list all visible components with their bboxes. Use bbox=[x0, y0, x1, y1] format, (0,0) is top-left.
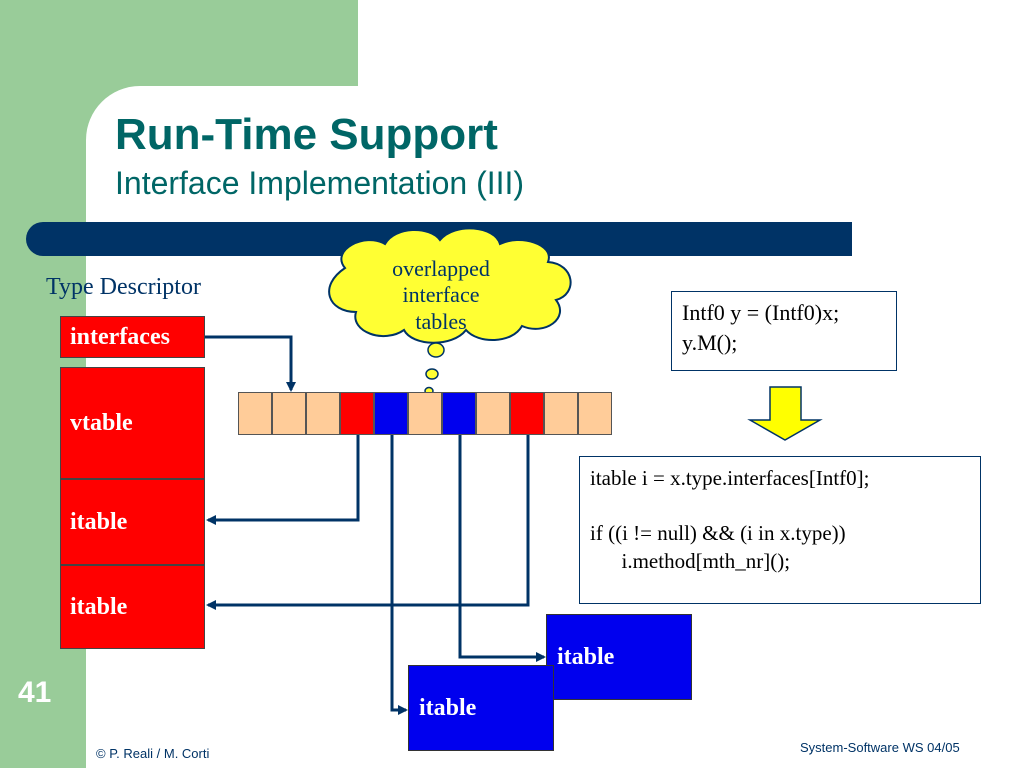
code-line: y.M(); bbox=[682, 329, 738, 355]
slide-title: Run-Time Support bbox=[115, 110, 498, 159]
interface-row-cell bbox=[272, 392, 306, 435]
blue-itable-upper: itable bbox=[546, 614, 692, 700]
interface-row-cell bbox=[578, 392, 612, 435]
title-underline-bar bbox=[26, 222, 852, 256]
type-descriptor-label: Type Descriptor bbox=[46, 274, 201, 300]
type-descriptor-itable-2: itable bbox=[60, 565, 205, 649]
footer-course: System-Software WS 04/05 bbox=[800, 740, 960, 755]
interface-row-cell bbox=[544, 392, 578, 435]
type-descriptor-vtable: vtable bbox=[60, 367, 205, 479]
interface-table-row bbox=[238, 392, 612, 435]
type-descriptor-interfaces: interfaces bbox=[60, 316, 205, 358]
code-box-cast: Intf0 y = (Intf0)x; y.M(); bbox=[671, 291, 897, 371]
interface-row-cell bbox=[306, 392, 340, 435]
cloud-line: overlapped bbox=[392, 256, 490, 281]
code-line: itable i = x.type.interfaces[Intf0]; bbox=[590, 466, 870, 490]
cloud-line: tables bbox=[415, 308, 467, 334]
type-descriptor-itable-1: itable bbox=[60, 479, 205, 565]
code-line: Intf0 y = (Intf0)x; bbox=[682, 300, 840, 325]
green-bottom-band bbox=[0, 640, 86, 768]
interface-row-cell bbox=[408, 392, 442, 435]
code-line: ​ bbox=[590, 493, 970, 521]
interface-row-cell bbox=[476, 392, 510, 435]
slide-number: 41 bbox=[18, 676, 52, 709]
interface-row-cell bbox=[442, 392, 476, 435]
cloud-text: overlapped interface tables bbox=[376, 256, 506, 335]
cloud-line: interface bbox=[402, 282, 480, 308]
code-line: i.method[mth_nr](); bbox=[590, 549, 791, 574]
interface-row-cell bbox=[238, 392, 272, 435]
code-box-lookup: itable i = x.type.interfaces[Intf0]; ​ i… bbox=[579, 456, 981, 604]
blue-itable-lower: itable bbox=[408, 665, 554, 751]
footer-author: © P. Reali / M. Corti bbox=[96, 746, 210, 761]
interface-row-cell bbox=[510, 392, 544, 435]
slide-subtitle: Interface Implementation (III) bbox=[115, 165, 525, 201]
code-line: if ((i != null) && (i in x.type)) bbox=[590, 521, 846, 546]
interface-row-cell bbox=[374, 392, 408, 435]
interface-row-cell bbox=[340, 392, 374, 435]
